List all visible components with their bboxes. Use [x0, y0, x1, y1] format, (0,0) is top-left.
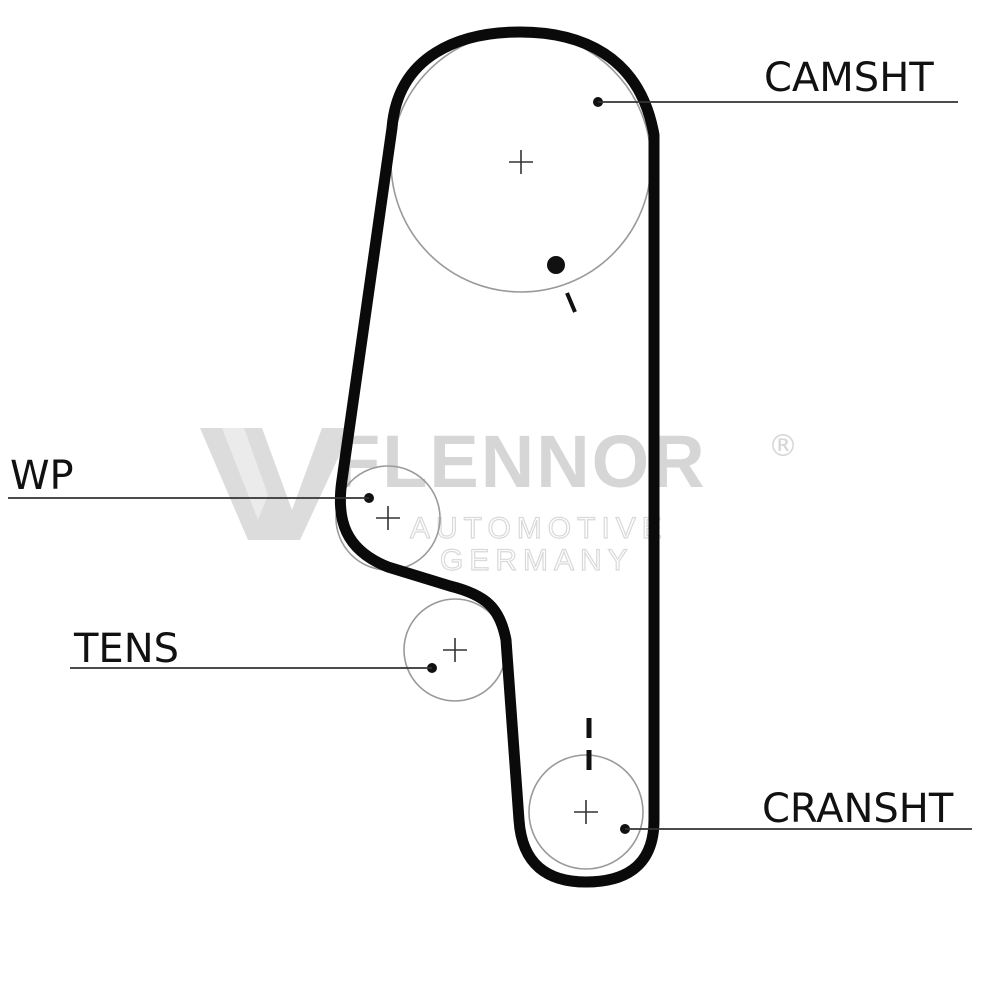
water-pump-label: WP — [10, 453, 74, 499]
crankshaft-pulley — [528, 718, 644, 870]
watermark-logo-mark — [200, 428, 352, 540]
crankshaft-label: CRANSHT — [762, 786, 954, 832]
watermark-registered-mark: ® — [768, 429, 798, 464]
watermark-line2: GERMANY — [440, 544, 634, 577]
camshaft-timing-tick — [565, 292, 577, 313]
tensioner-label: TENS — [73, 626, 179, 672]
watermark: FLENNOR ® AUTOMOTIVE GERMANY — [200, 420, 798, 578]
camshaft-callout — [593, 97, 958, 107]
tensioner-callout — [70, 663, 437, 673]
camshaft-label: CAMSHT — [764, 55, 934, 101]
watermark-brand: FLENNOR — [335, 420, 707, 503]
timing-belt — [334, 26, 660, 888]
camshaft-pulley — [390, 31, 652, 313]
water-pump-callout — [8, 493, 374, 503]
crankshaft-callout — [620, 824, 972, 834]
camshaft-timing-mark — [547, 256, 565, 274]
watermark-logo-mark-inner — [222, 428, 268, 520]
watermark-line1: AUTOMOTIVE — [410, 512, 668, 545]
